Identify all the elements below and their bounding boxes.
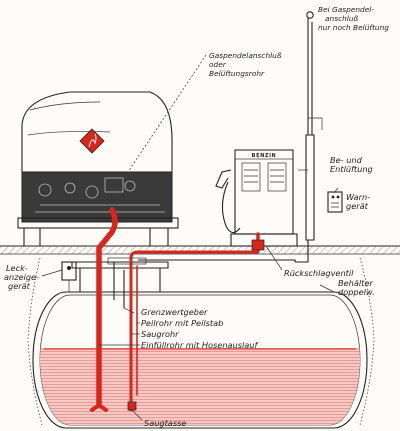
suction-socket-icon [127, 401, 137, 411]
vent-cap-icon [306, 11, 314, 19]
label-vent-1: Be- und [330, 155, 363, 165]
label-check-valve: Rückschlagventil [284, 268, 354, 278]
fuel-level [40, 348, 360, 425]
label-limit-sensor: Grenzwertgeber [141, 307, 208, 317]
ground-hatch [0, 246, 400, 254]
label-gas-connection-1: Gaspendelanschluß [209, 51, 282, 60]
label-gas-connection-3: Belüftungsrohr [209, 69, 265, 78]
other-pipes [107, 257, 296, 308]
check-valve-icon [251, 239, 265, 251]
label-leak-3: gerät [8, 281, 31, 291]
label-warning-1: Warn- [346, 192, 370, 202]
label-dipstick-pipe: Peilrohr mit Peilstab [141, 318, 223, 328]
underground-tank [32, 261, 368, 429]
tank-truck [17, 91, 179, 246]
label-tank-2: doppelw. [338, 287, 375, 297]
label-gas-vent-top-2: anschluß [325, 14, 359, 23]
vent-pipe [295, 11, 323, 263]
label-gas-vent-top-3: nur noch Belüftung [318, 23, 389, 32]
nozzle-icon [215, 169, 232, 189]
label-fill-pipe: Einfüllrohr mit Hosenauslauf [141, 340, 258, 350]
warning-device [327, 191, 343, 213]
label-suction-pipe: Saugrohr [141, 329, 179, 339]
leader-lines [41, 54, 339, 421]
label-tank-1: Behälter [338, 278, 373, 288]
label-gas-connection-2: oder [209, 60, 227, 69]
ground [0, 245, 400, 426]
label-leak-1: Leck- [6, 263, 28, 273]
label-gas-vent-top-1: Bei Gaspendel- [318, 5, 374, 14]
label-warning-2: gerät [346, 201, 369, 211]
label-suction-socket: Saugtasse [144, 418, 186, 428]
truck-valve-cabinet [21, 171, 173, 223]
hazard-diamond-icon [79, 128, 105, 154]
leak-detector [61, 261, 77, 292]
label-vent-2: Entlüftung [330, 164, 373, 174]
fill-pipe [96, 207, 118, 408]
labels: Bei Gaspendel- anschluß nur noch Belüftu… [4, 5, 389, 428]
red-pipes [90, 207, 265, 412]
pump-sign: BENZIN [252, 153, 277, 159]
label-leak-2: anzeige- [4, 272, 39, 282]
fuel-dispenser: BENZIN [215, 149, 298, 247]
